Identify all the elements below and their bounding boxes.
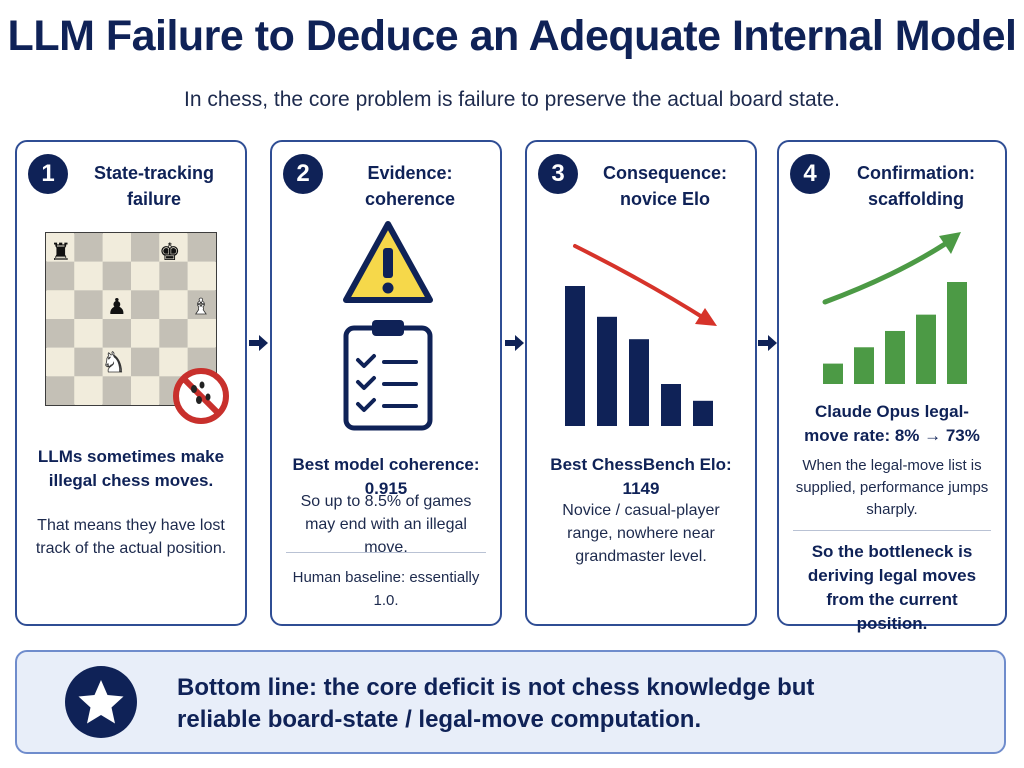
- star-icon: [65, 666, 137, 738]
- page-subtitle: In chess, the core problem is failure to…: [183, 88, 840, 111]
- flow-arrow-1-2: [247, 332, 269, 354]
- trend-arrowhead: [939, 232, 961, 254]
- card-divider: [286, 552, 486, 553]
- step-number-badge: 1: [28, 154, 68, 194]
- card-headline: Best model coherence: 0.915: [292, 455, 480, 498]
- trend-bar: [693, 400, 713, 426]
- step-number-badge: 4: [790, 154, 830, 194]
- step-number-badge: 3: [538, 154, 578, 194]
- card-evidence-coherence: 2 Evidence: coherence Best model coheren…: [270, 140, 502, 626]
- trend-bar: [854, 347, 874, 384]
- flow-arrow-2-3: [503, 332, 525, 354]
- card-consequence-elo: 3 Consequence: novice Elo Best ChessBenc…: [525, 140, 757, 626]
- declining-bar-chart-icon: [557, 242, 727, 437]
- trend-line: [573, 244, 709, 322]
- card-title: State-tracking failure: [93, 163, 215, 209]
- bottom-line-text-line2: reliable board-state / legal-move comput…: [177, 706, 702, 733]
- checklist-icon: [342, 316, 434, 437]
- trend-bar: [597, 316, 617, 426]
- card-headline: Best ChessBench Elo: 1149: [550, 455, 732, 498]
- svg-text:♜: ♜: [50, 238, 72, 266]
- card-confirmation-scaffolding: 4 Confirmation: scaffolding Claude Opus …: [777, 140, 1007, 633]
- card-note: Human baseline: essentially 1.0.: [292, 569, 480, 609]
- trend-bar: [916, 314, 936, 384]
- trend-bar: [947, 282, 967, 384]
- card-divider: [793, 530, 991, 531]
- flow-arrow-3-4: [756, 332, 778, 354]
- trend-bar: [661, 384, 681, 426]
- bottom-line-banner: Bottom line: the core deficit is not che…: [15, 650, 1006, 754]
- card-title: Confirmation: scaffolding: [857, 163, 975, 209]
- card-body: So up to 8.5% of games may end with an i…: [300, 493, 472, 556]
- card-title: Evidence: coherence: [364, 163, 456, 209]
- card-headline: LLMs sometimes make illegal chess moves.: [37, 447, 225, 490]
- step-number-badge: 2: [283, 154, 323, 194]
- svg-text:♚: ♚: [159, 238, 181, 266]
- trend-line: [822, 241, 948, 305]
- warning-icon: [340, 218, 436, 313]
- card-headline: Claude Opus legal-move rate: 8% → 73%: [804, 402, 980, 445]
- trend-bar: [565, 286, 585, 426]
- card-state-tracking: 1 State-tracking failure ♜ ♚ ♟ ♝ ♞ LLMs …: [15, 140, 247, 626]
- rising-bar-chart-icon: [815, 226, 985, 393]
- trend-bar: [629, 339, 649, 426]
- bottom-line-text: Bottom line: the core deficit is not che…: [177, 672, 877, 736]
- card-conclusion: So the bottleneck is deriving legal move…: [807, 542, 977, 633]
- page-title: LLM Failure to Deduce an Adequate Intern…: [7, 12, 1017, 60]
- card-title: Consequence: novice Elo: [602, 163, 728, 209]
- chessboard-icon: ♜ ♚ ♟ ♝ ♞: [45, 232, 235, 417]
- bottom-line-text-line1: Bottom line: the core deficit is not che…: [177, 674, 815, 701]
- svg-text:♝: ♝: [191, 295, 211, 320]
- card-body: That means they have lost track of the a…: [35, 517, 227, 557]
- card-body: When the legal-move list is supplied, pe…: [795, 457, 989, 518]
- card-body: Novice / casual-player range, nowhere ne…: [562, 502, 720, 565]
- no-move-sign-icon: [172, 367, 230, 430]
- svg-text:♟: ♟: [107, 295, 127, 320]
- trend-arrowhead: [695, 308, 717, 326]
- trend-bar: [885, 330, 905, 384]
- svg-text:♞: ♞: [101, 346, 126, 379]
- trend-bar: [823, 363, 843, 384]
